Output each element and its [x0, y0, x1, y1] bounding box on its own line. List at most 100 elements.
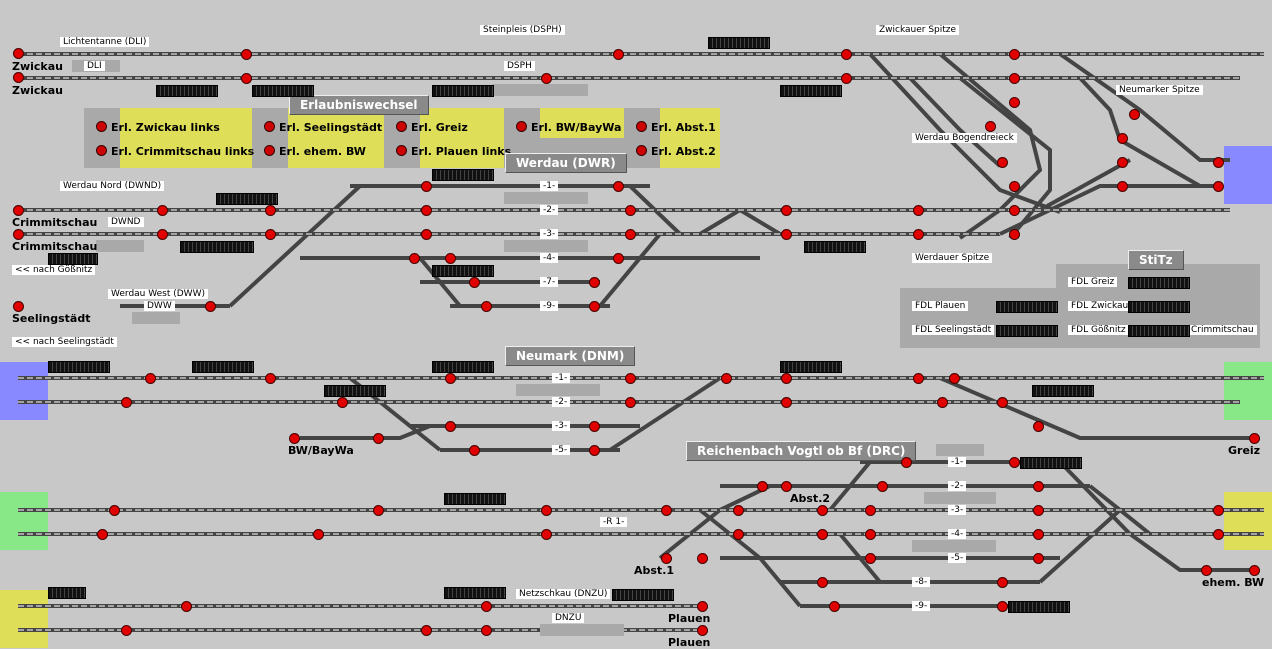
signal-157[interactable] [421, 229, 432, 240]
signal-button-greiz[interactable] [1249, 433, 1260, 444]
signal-110[interactable] [1009, 49, 1020, 60]
signal-195[interactable] [781, 373, 792, 384]
erl-abst2-button[interactable]: Erl. Abst.2 [636, 145, 716, 158]
signal-239[interactable] [109, 505, 120, 516]
signal-147[interactable] [781, 205, 792, 216]
signal-227[interactable] [469, 445, 480, 456]
signal-171[interactable] [445, 253, 456, 264]
signal-185[interactable] [589, 301, 600, 312]
signal-267[interactable] [817, 529, 828, 540]
erl-zwickau-button[interactable]: Erl. Zwickau links [96, 121, 220, 134]
signal-button-crimmitschau-2[interactable] [13, 229, 24, 240]
signal-131[interactable] [1009, 181, 1020, 192]
signal-285[interactable] [1201, 565, 1212, 576]
erl-ehem-bw-button[interactable]: Erl. ehem. BW [264, 145, 366, 158]
signal-button-baywa[interactable] [289, 433, 300, 444]
signal-168[interactable] [409, 253, 420, 264]
signal-154[interactable] [265, 229, 276, 240]
signal-194[interactable] [721, 373, 732, 384]
signal-122[interactable] [985, 121, 996, 132]
signal-292[interactable] [181, 601, 192, 612]
signal-139[interactable] [265, 205, 276, 216]
signal-221[interactable] [1033, 421, 1044, 432]
signal-296[interactable] [829, 601, 840, 612]
signal-280[interactable] [697, 553, 708, 564]
signal-119[interactable] [1009, 73, 1020, 84]
signal-191[interactable] [445, 373, 456, 384]
signal-183[interactable] [205, 301, 216, 312]
signal-132[interactable] [1117, 181, 1128, 192]
signal-button-zwickau-1[interactable] [13, 48, 24, 59]
signal-237[interactable] [1033, 481, 1044, 492]
signal-270[interactable] [1033, 529, 1044, 540]
signal-148[interactable] [913, 205, 924, 216]
signal-158[interactable] [625, 229, 636, 240]
erl-crimmitschau-button[interactable]: Erl. Crimmitschau links [96, 145, 254, 158]
signal-114[interactable] [541, 73, 552, 84]
signal-196[interactable] [913, 373, 924, 384]
signal-230[interactable] [1009, 457, 1020, 468]
signal-166[interactable] [1009, 229, 1020, 240]
signal-258[interactable] [97, 529, 108, 540]
signal-217[interactable] [445, 421, 456, 432]
signal-125[interactable] [1117, 157, 1128, 168]
signal-150[interactable] [1009, 205, 1020, 216]
signal-178[interactable] [469, 277, 480, 288]
signal-137[interactable] [157, 205, 168, 216]
signal-button-seelingstaedt[interactable] [13, 301, 24, 312]
signal-260[interactable] [541, 529, 552, 540]
signal-286[interactable] [1033, 553, 1044, 564]
nav-goessnitz-link[interactable]: << nach Gößnitz [12, 265, 96, 275]
signal-199[interactable] [121, 397, 132, 408]
signal-103[interactable] [241, 49, 252, 60]
signal-269[interactable] [865, 529, 876, 540]
signal-240[interactable] [373, 505, 384, 516]
signal-129[interactable] [421, 181, 432, 192]
signal-115[interactable] [841, 73, 852, 84]
erl-greiz-button[interactable]: Erl. Greiz [396, 121, 468, 134]
erl-abst1-button[interactable]: Erl. Abst.1 [636, 121, 716, 134]
signal-button-abst1[interactable] [661, 553, 672, 564]
signal-232[interactable] [757, 481, 768, 492]
signal-172[interactable] [613, 253, 624, 264]
signal-205[interactable] [625, 397, 636, 408]
signal-button-crimmitschau-1[interactable] [13, 205, 24, 216]
signal-143[interactable] [625, 205, 636, 216]
signal-218[interactable] [589, 421, 600, 432]
signal-236[interactable] [877, 481, 888, 492]
signal-298[interactable] [121, 625, 132, 636]
signal-134[interactable] [1213, 181, 1224, 192]
signal-224[interactable] [373, 433, 384, 444]
signal-214[interactable] [997, 397, 1008, 408]
signal-113[interactable] [241, 73, 252, 84]
signal-186[interactable] [145, 373, 156, 384]
erl-plauen-button[interactable]: Erl. Plauen links [396, 145, 511, 158]
signal-121[interactable] [1129, 109, 1140, 120]
signal-button-zwickau-2[interactable] [13, 72, 24, 83]
erl-baywa-button[interactable]: Erl. BW/BayWa [516, 121, 621, 134]
signal-300[interactable] [481, 625, 492, 636]
signal-293[interactable] [481, 601, 492, 612]
signal-248[interactable] [817, 505, 828, 516]
signal-277[interactable] [1213, 529, 1224, 540]
signal-257[interactable] [1213, 505, 1224, 516]
signal-153[interactable] [157, 229, 168, 240]
signal-130[interactable] [613, 181, 624, 192]
signal-241[interactable] [541, 505, 552, 516]
signal-163[interactable] [913, 229, 924, 240]
signal-button-plauen-1[interactable] [697, 601, 708, 612]
signal-299[interactable] [421, 625, 432, 636]
signal-120[interactable] [1009, 97, 1020, 108]
signal-button-plauen-2[interactable] [697, 625, 708, 636]
signal-228[interactable] [589, 445, 600, 456]
signal-290[interactable] [997, 577, 1008, 588]
signal-162[interactable] [781, 229, 792, 240]
erl-seelingstaedt-button[interactable]: Erl. Seelingstädt [264, 121, 382, 134]
signal-button-abst2[interactable] [781, 481, 792, 492]
signal-192[interactable] [625, 373, 636, 384]
nav-seelingstaedt-link[interactable]: << nach Seelingstädt [12, 337, 117, 347]
signal-251[interactable] [1033, 505, 1044, 516]
signal-229[interactable] [901, 457, 912, 468]
signal-250[interactable] [865, 505, 876, 516]
signal-266[interactable] [733, 529, 744, 540]
